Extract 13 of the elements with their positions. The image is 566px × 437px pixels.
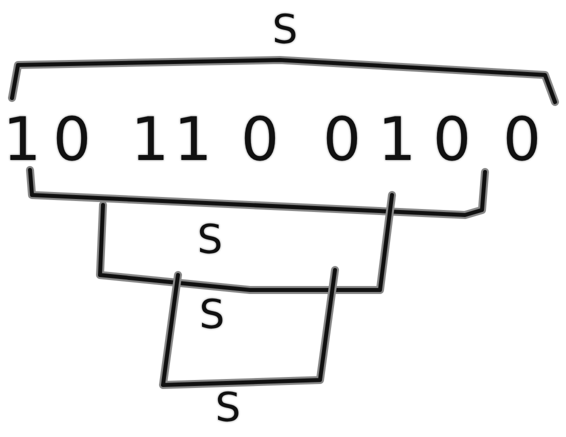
binary-digit: 1 bbox=[378, 110, 416, 170]
bracket-label: S bbox=[197, 220, 223, 260]
binary-digit: 1 bbox=[2, 110, 42, 170]
bracket-label: S bbox=[199, 295, 225, 335]
binary-digit: 0 bbox=[502, 110, 542, 170]
binary-digit: 1 bbox=[174, 110, 212, 170]
binary-digit: 0 bbox=[240, 110, 280, 170]
binary-digit: 0 bbox=[52, 110, 92, 170]
bracket-label: S bbox=[215, 388, 241, 428]
binary-digit: 0 bbox=[322, 110, 362, 170]
binary-digit: 1 bbox=[130, 110, 170, 170]
binary-digit: 0 bbox=[432, 110, 472, 170]
bracket-label: S bbox=[272, 10, 298, 50]
